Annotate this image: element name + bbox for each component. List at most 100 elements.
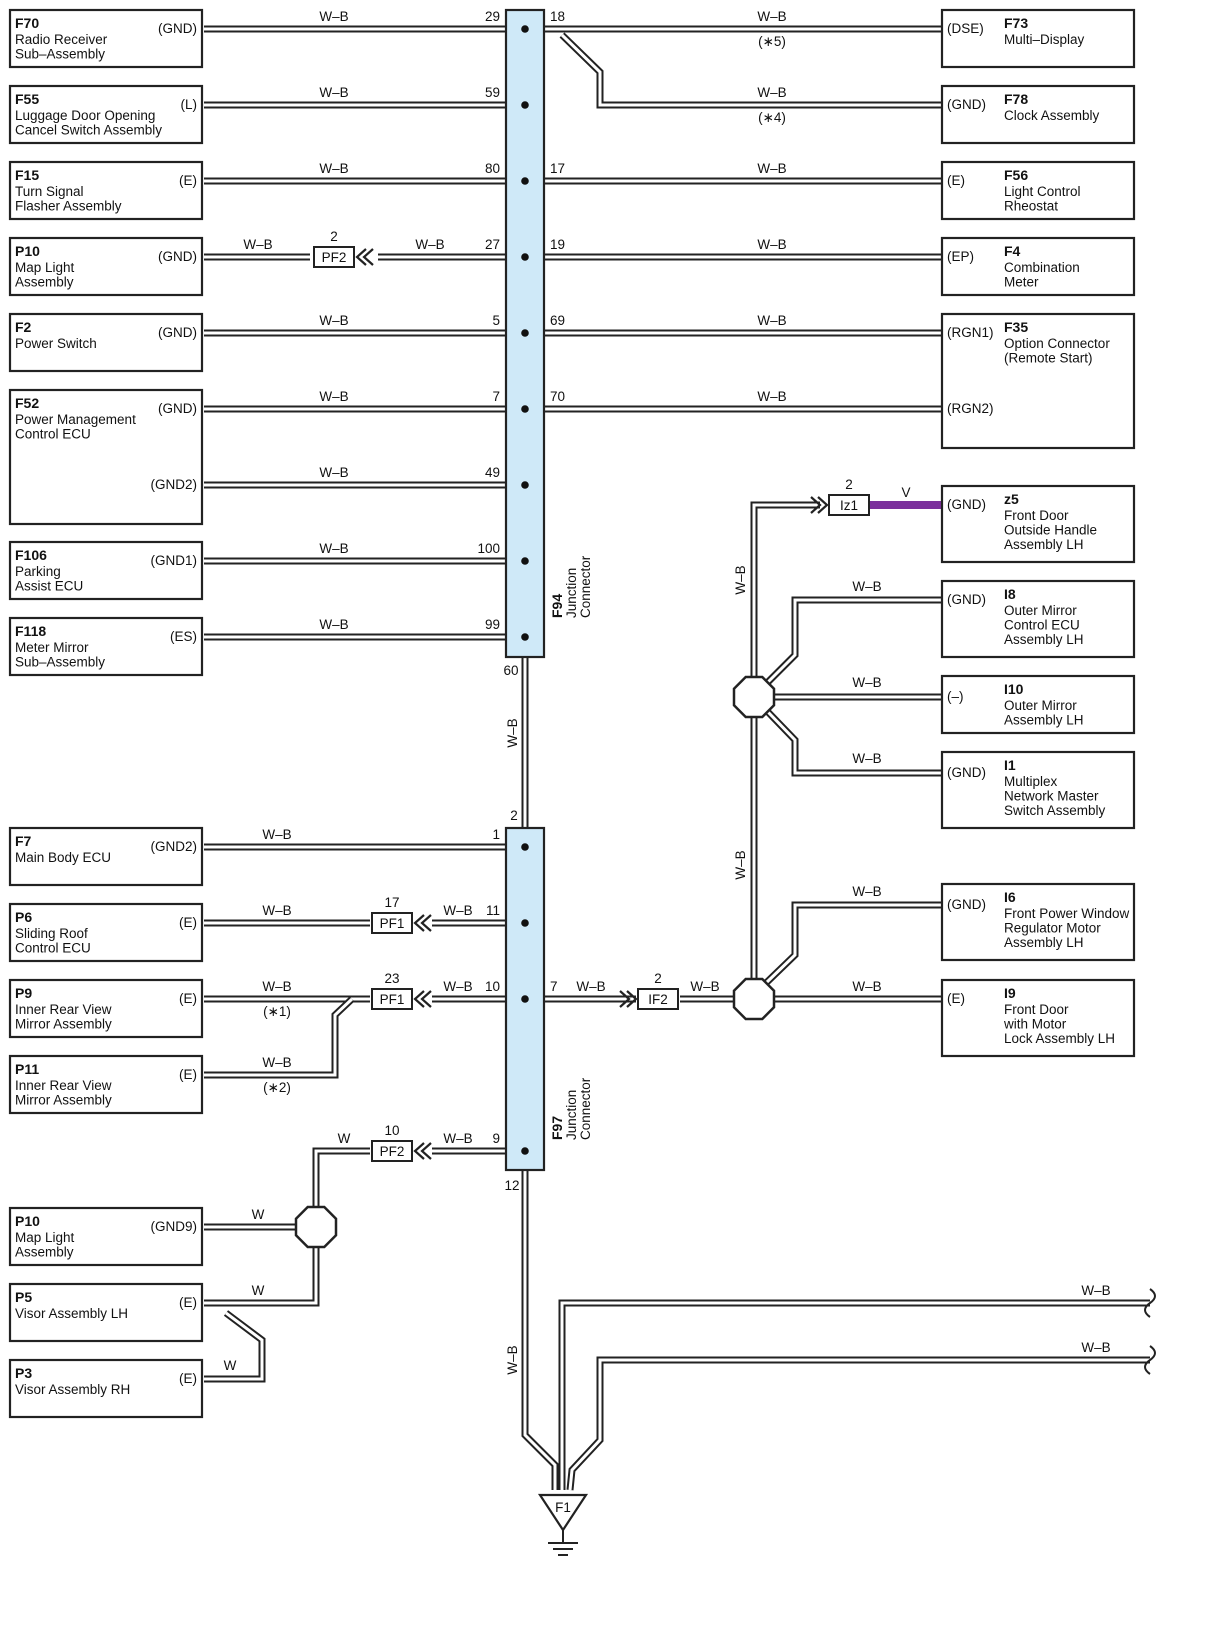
wire-color-label-vertical: W–B bbox=[505, 718, 520, 747]
component-box bbox=[8, 388, 204, 526]
pin-label: (GND2) bbox=[151, 839, 198, 854]
inline-connector-pin: 2 bbox=[845, 477, 853, 492]
wire-color-label-vertical: W–B bbox=[733, 850, 748, 879]
inline-connector-pin: 2 bbox=[654, 971, 662, 986]
splice-dot bbox=[521, 253, 529, 261]
wire-color-label: W–B bbox=[319, 9, 348, 24]
inline-connector bbox=[371, 1140, 413, 1162]
component-name: Control ECU bbox=[15, 941, 91, 956]
component-box bbox=[940, 579, 1136, 659]
component-id: F70 bbox=[15, 15, 39, 31]
wire-color-label: W–B bbox=[852, 675, 881, 690]
component-name: Front Power Window bbox=[1004, 906, 1130, 921]
component-name: Outer Mirror bbox=[1004, 603, 1077, 618]
note-label: (∗1) bbox=[263, 1004, 291, 1019]
pin-label: (GND2) bbox=[151, 477, 198, 492]
component-name: Network Master bbox=[1004, 789, 1099, 804]
wire-color-label: W–B bbox=[319, 389, 348, 404]
inline-connector-pin: 10 bbox=[384, 1123, 399, 1138]
splice-dot bbox=[521, 1147, 529, 1155]
component-name: Multiplex bbox=[1004, 774, 1058, 789]
ground-triangle-icon bbox=[537, 1493, 589, 1533]
note-label: (∗2) bbox=[263, 1080, 291, 1095]
component-name: Outer Mirror bbox=[1004, 698, 1077, 713]
pin-label: (GND) bbox=[947, 897, 986, 912]
component-name: Light Control bbox=[1004, 184, 1081, 199]
wire-color-label: W–B bbox=[319, 313, 348, 328]
component-id: F52 bbox=[15, 395, 39, 411]
component-name: Luggage Door Opening bbox=[15, 108, 155, 123]
wire-color-label: W–B bbox=[319, 161, 348, 176]
pin-label: (RGN2) bbox=[947, 401, 994, 416]
wire bbox=[558, 1299, 1150, 1490]
component-box bbox=[8, 160, 204, 221]
wire-color-label: W–B bbox=[319, 85, 348, 100]
pin-label: (E) bbox=[179, 173, 197, 188]
component-name: Assembly LH bbox=[1004, 537, 1084, 552]
component-id: P6 bbox=[15, 909, 32, 925]
wire-color-label: W–B bbox=[319, 617, 348, 632]
inline-connector bbox=[371, 988, 413, 1010]
component-id: z5 bbox=[1004, 491, 1019, 507]
component-name: Front Door bbox=[1004, 1002, 1069, 1017]
component-id: F4 bbox=[1004, 243, 1021, 259]
pin-number: 29 bbox=[485, 9, 500, 24]
component-id: F118 bbox=[15, 623, 46, 639]
wire-color-label: W–B bbox=[443, 979, 472, 994]
wire-color-label: W bbox=[252, 1283, 265, 1298]
component-box bbox=[940, 160, 1136, 221]
wire-color-label: W–B bbox=[443, 903, 472, 918]
pin-number: 99 bbox=[485, 617, 500, 632]
wire-color-label: W–B bbox=[757, 389, 786, 404]
splice-dot bbox=[521, 633, 529, 641]
component-box bbox=[8, 1054, 204, 1115]
connector-chevron-icon bbox=[413, 914, 432, 932]
component-name: Assist ECU bbox=[15, 579, 83, 594]
pin-number: 2 bbox=[510, 808, 518, 823]
wire-color-label: W–B bbox=[757, 161, 786, 176]
inline-connector bbox=[637, 988, 679, 1010]
component-name: Lock Assembly LH bbox=[1004, 1031, 1115, 1046]
component-name: Radio Receiver bbox=[15, 32, 108, 47]
wire bbox=[559, 32, 942, 109]
component-name: Assembly bbox=[15, 1245, 74, 1260]
pin-label: (GND) bbox=[947, 97, 986, 112]
wire-color-label: W–B bbox=[243, 237, 272, 252]
pin-number: 59 bbox=[485, 85, 500, 100]
splice-dot bbox=[521, 995, 529, 1003]
wire-color-label: W–B bbox=[319, 541, 348, 556]
component-box bbox=[940, 484, 1136, 564]
inline-connector-label: PF1 bbox=[380, 992, 405, 1007]
component-name: Power Management bbox=[15, 412, 136, 427]
wire-color-label: W–B bbox=[852, 979, 881, 994]
component-name: Control ECU bbox=[15, 427, 91, 442]
connector-chevron-icon bbox=[810, 496, 829, 514]
component-name: Assembly bbox=[15, 275, 74, 290]
component-name: Cancel Switch Assembly bbox=[15, 123, 162, 138]
component-name: Control ECU bbox=[1004, 618, 1080, 633]
wire-core bbox=[766, 710, 942, 775]
component-name: Assembly LH bbox=[1004, 713, 1084, 728]
wire-color-label: W–B bbox=[262, 979, 291, 994]
component-id: I1 bbox=[1004, 757, 1016, 773]
pin-number: 5 bbox=[492, 313, 500, 328]
junction-id: F97 bbox=[549, 1116, 565, 1140]
wire-color-label: V bbox=[901, 485, 910, 500]
pin-number: 27 bbox=[485, 237, 500, 252]
component-id: F7 bbox=[15, 833, 32, 849]
splice-point bbox=[732, 675, 776, 719]
pin-number: 69 bbox=[550, 313, 565, 328]
component-box bbox=[940, 750, 1136, 830]
component-name: Mirror Assembly bbox=[15, 1017, 112, 1032]
component-box bbox=[940, 978, 1136, 1058]
pin-label: (GND) bbox=[158, 249, 197, 264]
wire-color-label: W–B bbox=[733, 565, 748, 594]
note-label: (∗5) bbox=[758, 34, 786, 49]
component-box bbox=[8, 1358, 204, 1419]
pin-number: 100 bbox=[477, 541, 500, 556]
component-id: P10 bbox=[15, 1213, 40, 1229]
wire bbox=[750, 501, 820, 677]
inline-connector-label: PF2 bbox=[380, 1144, 405, 1159]
